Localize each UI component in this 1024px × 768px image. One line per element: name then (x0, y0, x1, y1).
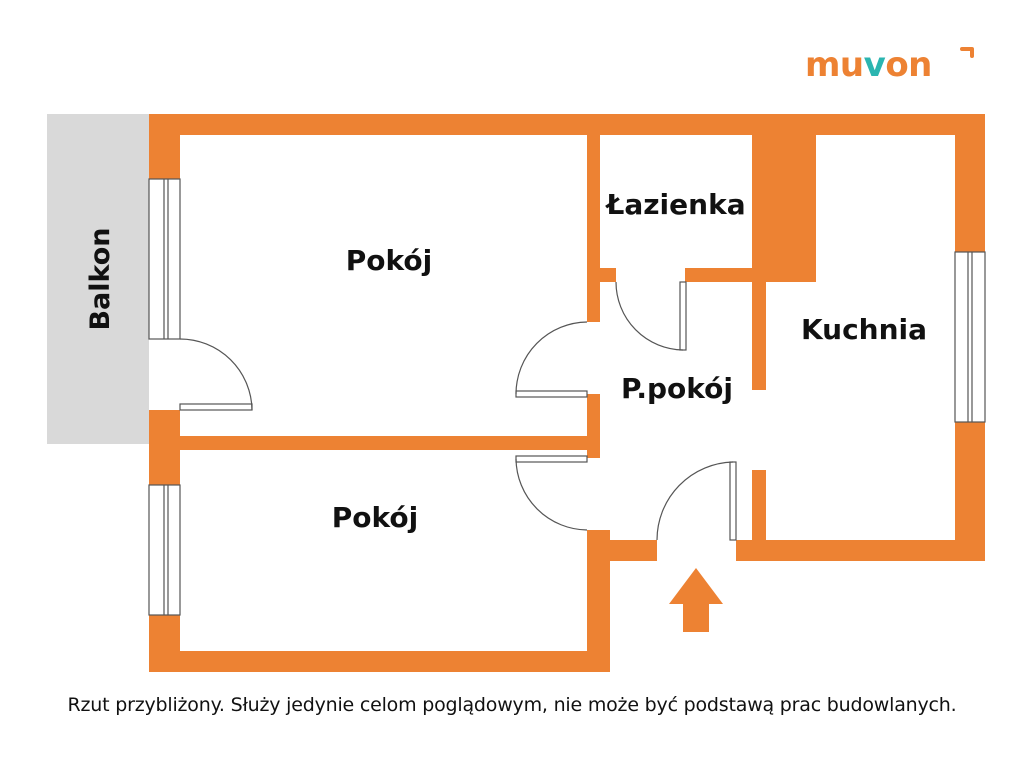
window-right (954, 251, 986, 423)
room-label-hallway: P.pokój (621, 372, 733, 405)
windows (148, 178, 986, 616)
door-small-room (515, 455, 588, 531)
door-bathroom (615, 281, 687, 351)
svg-text:muvon: muvon (805, 45, 932, 85)
disclaimer-text: Rzut przybliżony. Służy jedynie celom po… (67, 694, 957, 716)
door-balcony (179, 338, 253, 411)
door-large-room (515, 321, 588, 398)
doors (179, 281, 737, 541)
balcony-area (47, 114, 149, 444)
room-label-bathroom: Łazienka (604, 188, 745, 221)
brand-logo: muvon (805, 45, 974, 85)
arrow-up-icon (669, 568, 723, 632)
floor-plan: muvon Balkon (47, 45, 986, 672)
room-label-large: Pokój (346, 244, 432, 277)
balcony-label: Balkon (85, 227, 116, 330)
walls (149, 114, 985, 672)
logo-mark-icon (960, 47, 974, 58)
room-label-kitchen: Kuchnia (801, 313, 927, 346)
door-entrance (656, 461, 737, 541)
room-label-small: Pokój (332, 501, 418, 534)
